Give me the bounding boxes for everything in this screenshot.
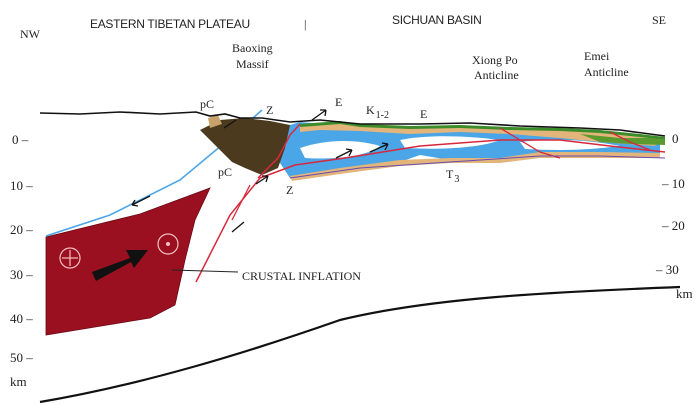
- unit-z-top: Z: [266, 103, 273, 117]
- label-se: SE: [652, 13, 666, 27]
- label-crustal-inflation: CRUSTAL INFLATION: [242, 269, 361, 283]
- fault-lower-ramp: [232, 185, 250, 220]
- unit-e-left: E: [335, 95, 342, 109]
- svg-text:– 20: – 20: [661, 218, 685, 233]
- label-xiongpo: Xiong Po: [472, 53, 518, 67]
- svg-text:40 –: 40 –: [10, 311, 33, 326]
- svg-text:km: km: [10, 374, 27, 389]
- label-xiongpo-anticline: Anticline: [474, 68, 519, 82]
- svg-text:– 10: – 10: [661, 176, 685, 191]
- label-massif: Massif: [236, 57, 269, 71]
- thrust-arrow-6: [232, 222, 244, 232]
- label-emei: Emei: [584, 49, 610, 63]
- svg-text:km: km: [676, 286, 693, 301]
- unit-pc-top: pC: [200, 97, 214, 111]
- svg-text:30 –: 30 –: [10, 267, 33, 282]
- thrust-arrow-1: [312, 110, 326, 120]
- svg-text:0: 0: [672, 131, 679, 146]
- label-emei-anticline: Anticline: [584, 65, 629, 79]
- svg-text:20 –: 20 –: [10, 222, 33, 237]
- unit-t: T3: [446, 167, 459, 185]
- svg-text:50 –: 50 –: [10, 350, 33, 365]
- thrust-arrow-5: [132, 196, 150, 206]
- svg-text:0 –: 0 –: [12, 132, 29, 147]
- unit-e-right: E: [420, 107, 427, 121]
- svg-text:– 30: – 30: [655, 262, 679, 277]
- svg-text:10 –: 10 –: [10, 178, 33, 193]
- label-baoxing: Baoxing: [232, 41, 273, 55]
- right-depth-axis: 0 – 10 – 20 – 30 km: [655, 131, 693, 301]
- unit-pc-bottom: pC: [218, 165, 232, 179]
- unit-k: K1-2: [366, 103, 389, 121]
- label-nw: NW: [20, 27, 41, 41]
- left-depth-axis: 0 – 10 – 20 – 30 – 40 – 50 – km: [10, 132, 33, 389]
- label-divider: |: [304, 17, 306, 31]
- unit-z-bottom: Z: [286, 183, 293, 197]
- label-basin: SICHUAN BASIN: [392, 13, 481, 27]
- label-plateau: EASTERN TIBETAN PLATEAU: [90, 17, 250, 31]
